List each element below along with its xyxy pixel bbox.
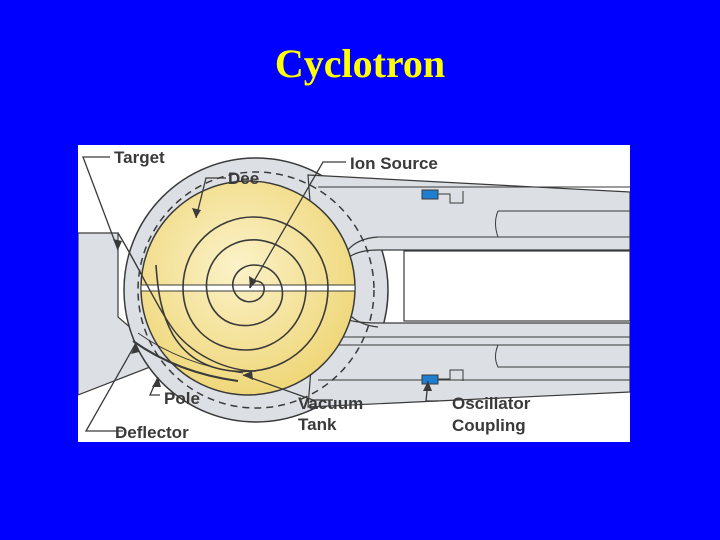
label-oscillator: Oscillator [452,394,531,413]
dee-gap [140,284,356,292]
deflector-leader [84,342,137,432]
ion-source-leader [249,161,346,289]
vacuum-tank-leader [242,374,333,401]
deflector-plate [132,340,239,382]
dee-leader [195,177,226,219]
label-dee: Dee [228,169,259,188]
label-deflector: Deflector [115,423,189,442]
label-vacuum: Vacuum [298,394,363,413]
cyclotron-diagram: Target Dee Ion Source Pole Deflector Vac… [78,145,630,442]
slide-title: Cyclotron [274,41,446,86]
coupling-block-top [421,189,464,204]
label-tank: Tank [298,415,337,434]
vacuum-tank-arrowhead [243,371,253,380]
pole-arrowhead [152,377,161,387]
oscillator-arrowhead [423,381,432,391]
pole-outline [137,171,375,409]
label-target: Target [114,148,165,167]
dee-arrowhead [192,208,201,218]
coupling-block-bottom [421,369,464,385]
target-leader [82,156,119,251]
ion-spiral-path [155,216,329,373]
tank-opening [403,250,630,322]
beam-exit-path [117,232,257,372]
cyclotron-diagram-svg: Target Dee Ion Source Pole Deflector Vac… [78,145,630,442]
label-ion-source: Ion Source [350,154,438,173]
deflector-arrowhead [131,343,139,354]
target-arrowhead [113,239,122,250]
deflector-plate-inner [137,332,244,374]
label-coupling: Coupling [452,416,526,435]
label-pole: Pole [164,389,200,408]
ion-source-arrowhead [249,276,257,288]
